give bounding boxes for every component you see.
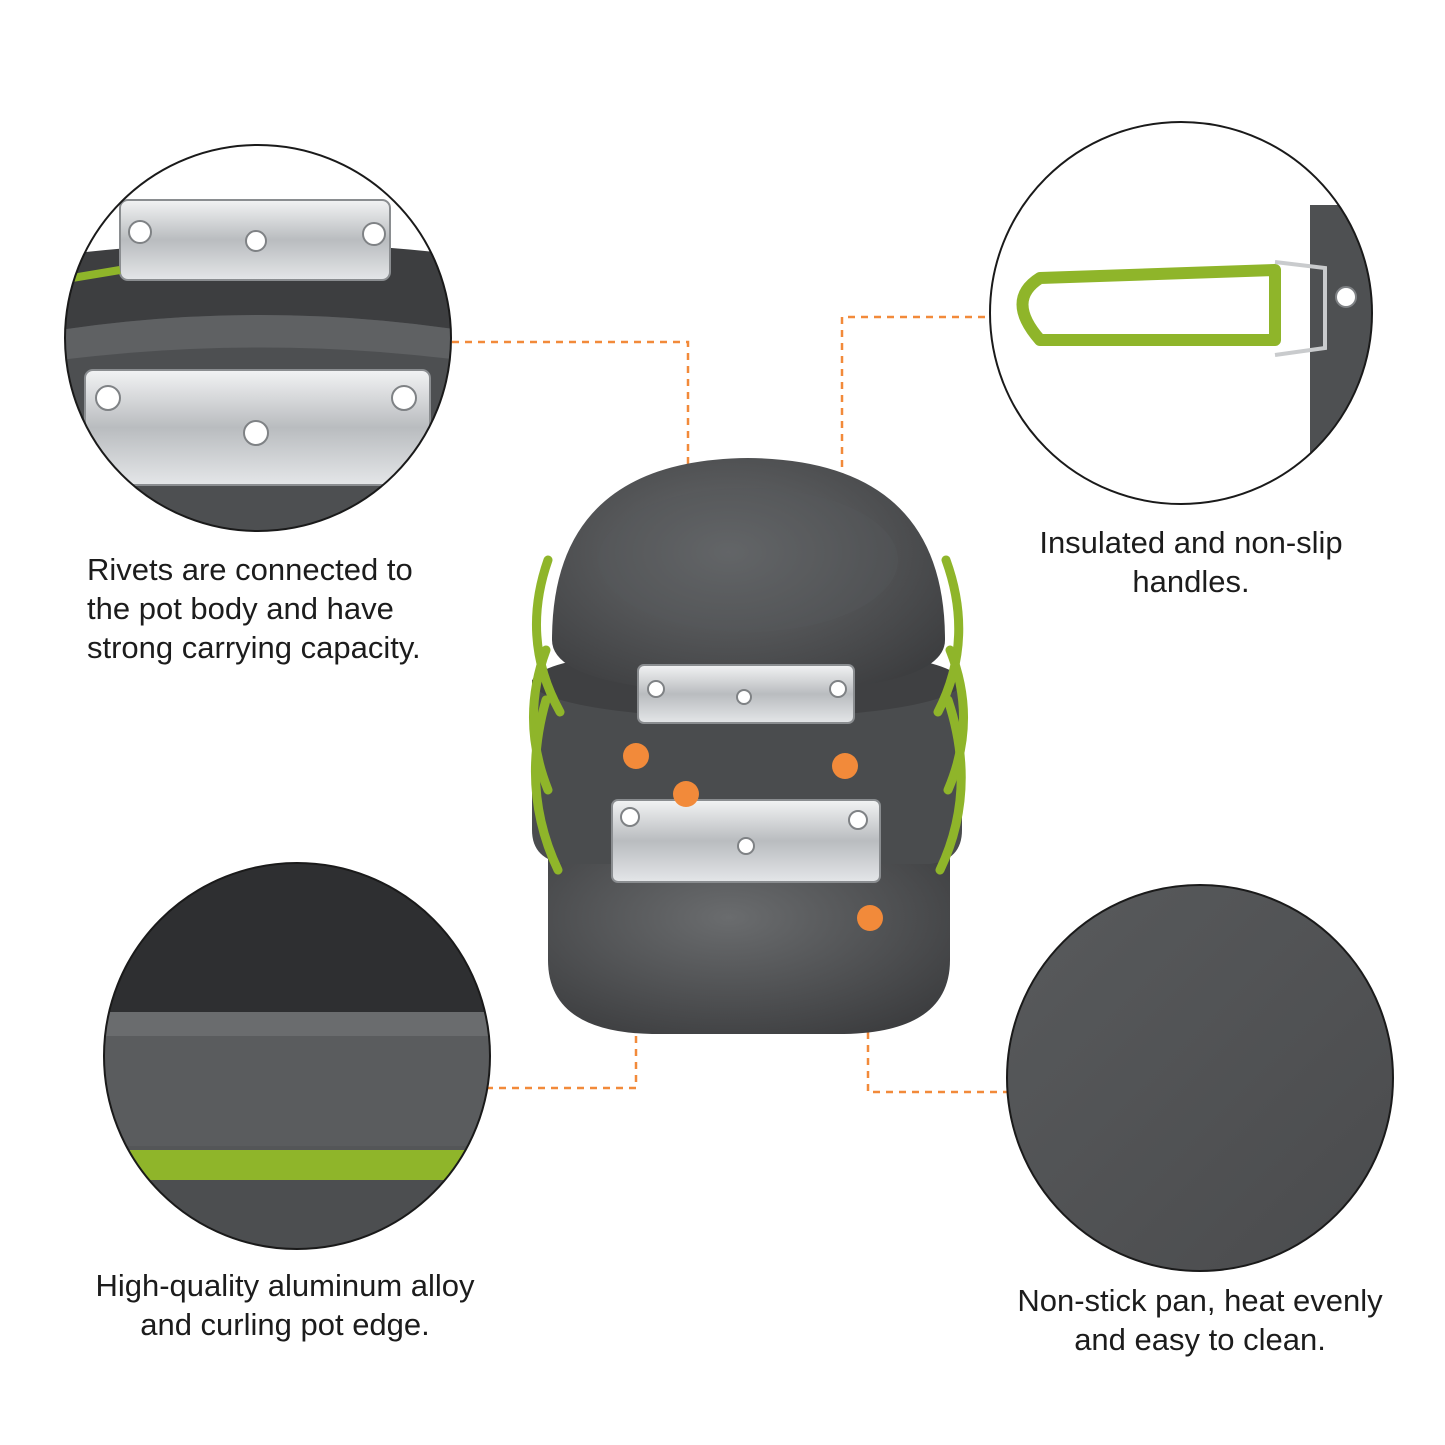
caption-line: High-quality aluminum alloy	[95, 1268, 475, 1303]
caption-line: Insulated and non-slip	[1039, 525, 1343, 560]
detail-circle-nonstick	[1006, 884, 1394, 1272]
caption-alloy: High-quality aluminum alloy and curling …	[60, 1266, 510, 1344]
caption-line: and easy to clean.	[1074, 1322, 1326, 1357]
caption-line: Non-stick pan, heat evenly	[1017, 1283, 1383, 1318]
caption-line: Rivets are connected to	[87, 552, 413, 587]
pot-stack	[529, 458, 968, 1034]
caption-line: handles.	[1132, 564, 1250, 599]
detail-circle-alloy	[103, 862, 491, 1250]
caption-line: strong carrying capacity.	[87, 630, 421, 665]
caption-rivets: Rivets are connected to the pot body and…	[87, 550, 421, 667]
detail-circle-handle	[989, 121, 1373, 505]
caption-nonstick: Non-stick pan, heat evenly and easy to c…	[980, 1281, 1420, 1359]
caption-line: the pot body and have	[87, 591, 394, 626]
caption-line: and curling pot edge.	[140, 1307, 430, 1342]
detail-circle-rivets	[64, 144, 452, 532]
caption-handles: Insulated and non-slip handles.	[1001, 523, 1381, 601]
